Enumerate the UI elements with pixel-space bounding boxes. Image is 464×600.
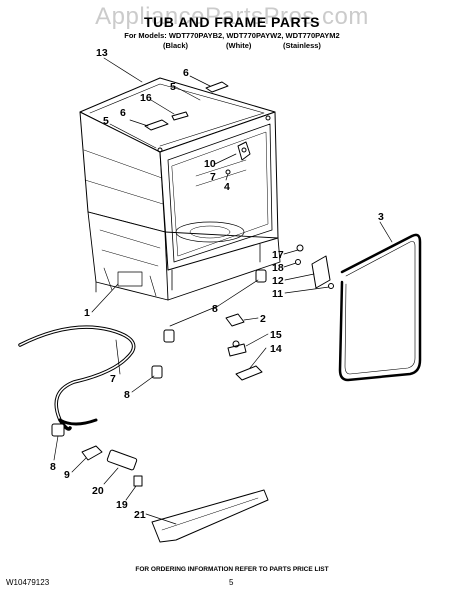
callout-3: 3	[378, 211, 384, 223]
callout-6-left: 6	[120, 107, 126, 119]
bracket-parts	[225, 313, 263, 381]
watermark: AppliancePartsPros.com	[95, 3, 369, 30]
callout-8-hose: 8	[124, 389, 130, 401]
page-number: 5	[229, 578, 234, 587]
page-title: TUB AND FRAME PARTS	[144, 14, 320, 30]
variant-white: (White)	[226, 41, 252, 50]
callout-16: 16	[140, 92, 152, 104]
callout-13: 13	[96, 47, 108, 59]
leader-lines	[53, 57, 393, 525]
callouts: 13 6 16 5 6 5 10 7 4 3 17 18 12 11 1 8 2…	[50, 47, 384, 521]
callout-10: 10	[204, 158, 216, 170]
callout-1: 1	[84, 307, 90, 319]
callout-7-top: 7	[210, 171, 216, 183]
callout-2: 2	[260, 313, 266, 325]
callout-20: 20	[92, 485, 104, 497]
document-number: W10479123	[6, 578, 50, 587]
callout-8-mid: 8	[212, 303, 218, 315]
door-gasket	[338, 233, 422, 382]
callout-17: 17	[272, 249, 284, 261]
callout-14: 14	[270, 343, 282, 355]
hose-coupling	[81, 445, 103, 461]
model-list: For Models: WDT770PAYB2, WDT770PAYW2, WD…	[124, 31, 340, 40]
variant-black: (Black)	[163, 41, 189, 50]
callout-12: 12	[272, 275, 284, 287]
callout-4: 4	[224, 181, 230, 193]
clip	[133, 475, 143, 487]
leveling-legs	[51, 269, 267, 437]
side-hardware	[295, 244, 334, 289]
base-panel	[151, 489, 269, 543]
callout-5-top: 5	[170, 81, 176, 93]
callout-18: 18	[272, 262, 284, 274]
callout-5-left: 5	[103, 115, 109, 127]
callout-11: 11	[272, 288, 283, 300]
callout-15: 15	[270, 329, 282, 341]
callout-9: 9	[64, 469, 70, 481]
callout-8-bottom: 8	[50, 461, 56, 473]
filter-block	[106, 449, 138, 471]
callout-21: 21	[134, 509, 146, 521]
tub-assembly	[79, 77, 281, 301]
callout-6-top: 6	[183, 67, 189, 79]
ordering-notice: FOR ORDERING INFORMATION REFER TO PARTS …	[135, 566, 329, 573]
callout-19: 19	[116, 499, 128, 511]
hinge-parts	[144, 81, 271, 175]
variant-stainless: (Stainless)	[283, 41, 321, 50]
callout-7-hose: 7	[110, 373, 116, 385]
